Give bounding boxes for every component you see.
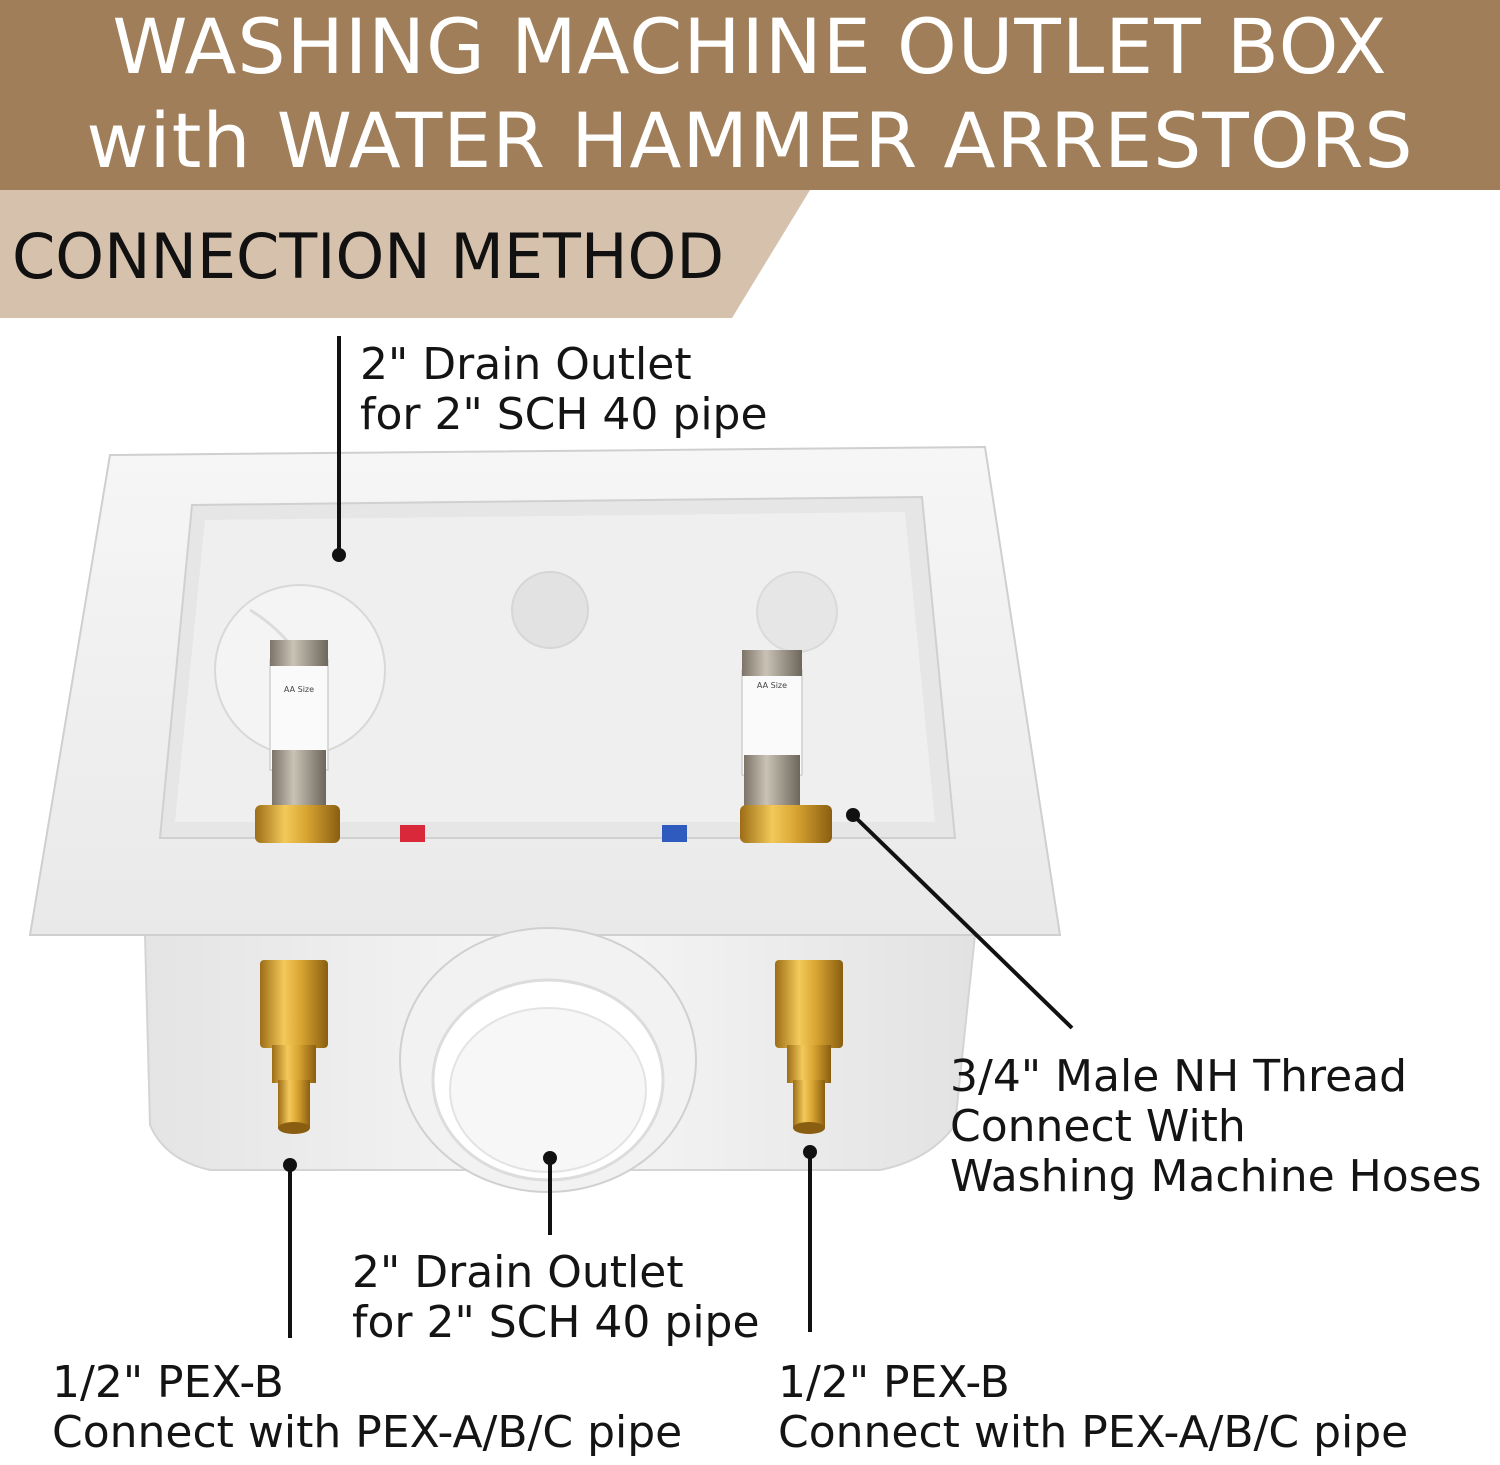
callout-bottom-drain-line1: 2" Drain Outlet [352,1247,684,1298]
callout-male-thread-line1: 3/4" Male NH Thread [950,1051,1408,1102]
section-banner [0,190,810,318]
svg-text:AA Size: AA Size [284,685,314,694]
callout-male-thread: 3/4" Male NH Thread Connect With Washing… [950,1052,1482,1202]
callout-pex-left-line1: 1/2" PEX-B [52,1357,284,1408]
section-title: CONNECTION METHOD [12,220,725,293]
callout-pex-right-line2: Connect with PEX-A/B/C pipe [778,1407,1409,1458]
callout-pex-right: 1/2" PEX-B Connect with PEX-A/B/C pipe [778,1358,1408,1458]
callout-pex-left-line2: Connect with PEX-A/B/C pipe [52,1407,683,1458]
callout-male-thread-line3: Washing Machine Hoses [950,1151,1482,1202]
callout-bottom-drain-line2: for 2" SCH 40 pipe [352,1297,760,1348]
title-line-1: WASHING MACHINE OUTLET BOX [112,2,1388,91]
callout-bottom-drain: 2" Drain Outlet for 2" SCH 40 pipe [352,1248,760,1348]
header-bar [0,0,1500,190]
callout-top-drain: 2" Drain Outlet for 2" SCH 40 pipe [360,340,768,440]
callout-male-thread-line2: Connect With [950,1101,1246,1152]
callout-pex-left: 1/2" PEX-B Connect with PEX-A/B/C pipe [52,1358,682,1458]
callout-pex-right-line1: 1/2" PEX-B [778,1357,1010,1408]
title-line-2: with WATER HAMMER ARRESTORS [86,96,1414,185]
callout-top-drain-line1: 2" Drain Outlet [360,339,692,390]
svg-text:AA Size: AA Size [757,681,787,690]
callout-top-drain-line2: for 2" SCH 40 pipe [360,389,768,440]
